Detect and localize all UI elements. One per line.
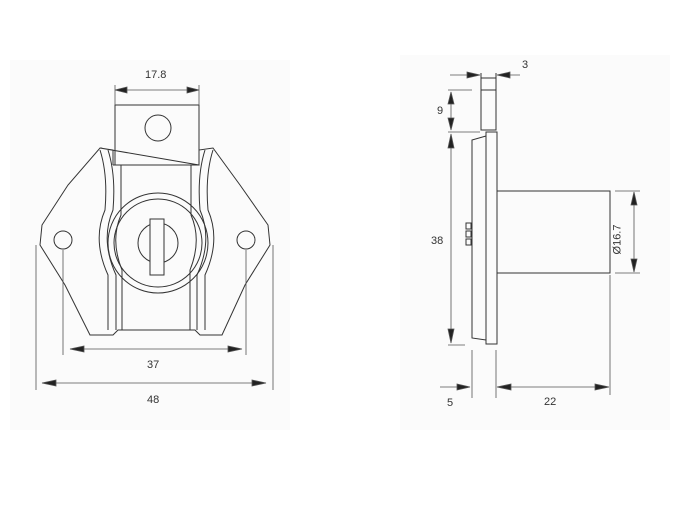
dim-hole-spacing: 37 bbox=[147, 359, 160, 371]
dim-flange-offset: 5 bbox=[447, 397, 454, 409]
dim-body-height: 38 bbox=[431, 235, 444, 247]
dim-top-tab-width: 17.8 bbox=[145, 69, 167, 81]
dim-tab-height: 9 bbox=[437, 105, 444, 117]
cylinder-inner bbox=[113, 198, 203, 288]
face-plate bbox=[471, 135, 487, 341]
cylinder-body bbox=[496, 190, 611, 274]
mount-hole-left bbox=[53, 230, 73, 250]
dim-cylinder-length: 22 bbox=[544, 396, 557, 408]
side-view-panel bbox=[400, 55, 670, 430]
key-slot bbox=[149, 218, 165, 276]
cylinder-outer bbox=[107, 192, 209, 294]
dim-overall-width: 48 bbox=[147, 394, 160, 406]
tab-edge bbox=[480, 89, 497, 131]
dim-plate-thickness: 3 bbox=[522, 59, 529, 71]
body-outline bbox=[39, 147, 271, 336]
dim-cylinder-diameter: Ø16.7 bbox=[611, 224, 624, 255]
mounting-plate bbox=[485, 131, 498, 345]
tab-hole bbox=[144, 114, 172, 142]
mount-hole-right bbox=[236, 230, 256, 250]
top-tab bbox=[114, 104, 200, 166]
